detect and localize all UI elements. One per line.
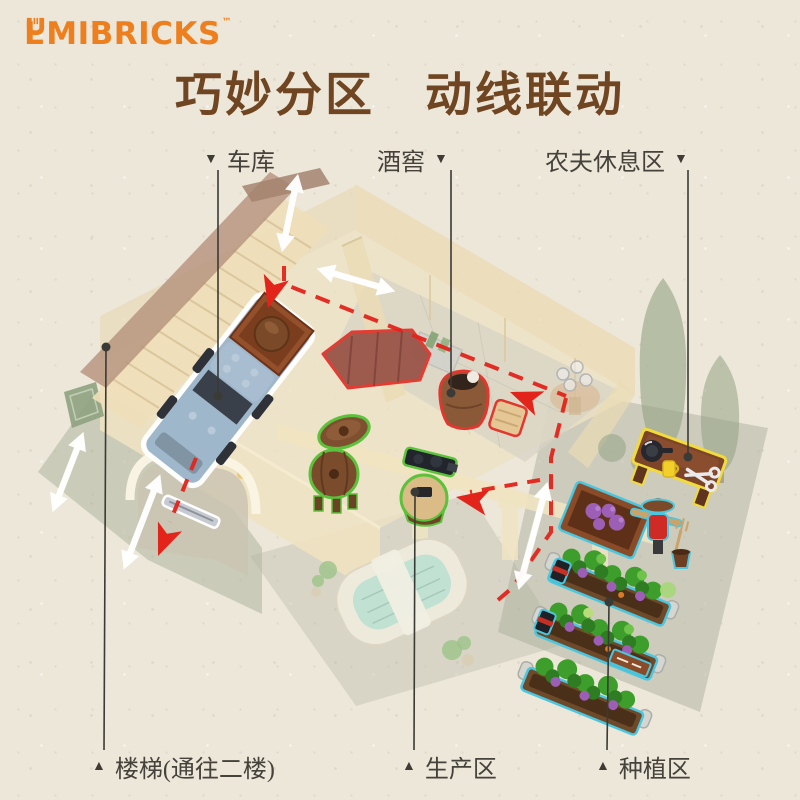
frying-pan bbox=[641, 440, 673, 462]
garage-truck bbox=[140, 291, 316, 489]
callout-farmer-rest: 农夫休息区 ▼ bbox=[545, 142, 688, 177]
fountain-pool bbox=[311, 538, 474, 666]
callout-lines bbox=[103, 170, 689, 751]
workbench bbox=[630, 427, 728, 510]
planter-row-3 bbox=[517, 657, 653, 736]
scissors bbox=[684, 466, 721, 493]
grape-crate bbox=[558, 480, 652, 560]
callout-planting-label: 种植区 bbox=[618, 757, 691, 783]
callout-production: ▲ 生产区 bbox=[402, 749, 497, 784]
trademark: ™ bbox=[221, 17, 233, 28]
staircase bbox=[80, 168, 330, 428]
callout-stairs-label: 楼梯(通往二楼) bbox=[114, 757, 275, 783]
callout-dots bbox=[101, 342, 693, 607]
black-keg-2 bbox=[533, 608, 557, 636]
press-table bbox=[399, 473, 449, 527]
callout-stairs: ▲ 楼梯(通往二楼) bbox=[92, 749, 275, 784]
wall-sign bbox=[64, 382, 104, 428]
stair-railing bbox=[80, 172, 296, 388]
callout-wine-cellar-label: 酒窖 bbox=[377, 150, 425, 176]
wine-press-cover bbox=[321, 328, 432, 390]
black-keg-1 bbox=[548, 557, 572, 585]
route-arrows bbox=[157, 273, 545, 556]
yellow-mug bbox=[662, 460, 680, 478]
down-triangle-icon: ▼ bbox=[434, 151, 448, 167]
callout-planting: ▲ 种植区 bbox=[596, 749, 691, 784]
flow-arrows bbox=[50, 173, 553, 591]
scarecrow-farmer bbox=[629, 498, 692, 569]
route-dashed-lines bbox=[168, 266, 568, 602]
press-machine bbox=[402, 446, 459, 478]
callout-garage-label: 车库 bbox=[226, 150, 275, 176]
up-triangle-icon: ▲ bbox=[402, 758, 416, 774]
wine-barrel-lower bbox=[308, 448, 360, 514]
up-triangle-icon: ▲ bbox=[92, 758, 106, 774]
logo-text-suffix: MIBRICKS bbox=[46, 16, 221, 52]
callout-wine-cellar: 酒窖 ▼ bbox=[377, 142, 448, 177]
page-title: 巧妙分区 动线联动 bbox=[175, 70, 625, 122]
callout-farmer-rest-label: 农夫休息区 bbox=[545, 150, 665, 176]
vineyard-sign bbox=[608, 648, 652, 678]
wine-barrel-upper bbox=[317, 414, 371, 450]
down-triangle-icon: ▼ bbox=[674, 151, 688, 167]
planting-area bbox=[517, 480, 692, 736]
brand-logo: LMIBRICKS ™ bbox=[24, 16, 232, 52]
cellar-chair bbox=[488, 398, 528, 438]
down-triangle-icon: ▼ bbox=[204, 151, 218, 167]
harvest-basket bbox=[438, 369, 490, 431]
up-triangle-icon: ▲ bbox=[596, 758, 610, 774]
callout-production-label: 生产区 bbox=[424, 757, 497, 783]
bucket bbox=[670, 549, 692, 569]
callout-garage: ▼ 车库 bbox=[204, 142, 275, 177]
